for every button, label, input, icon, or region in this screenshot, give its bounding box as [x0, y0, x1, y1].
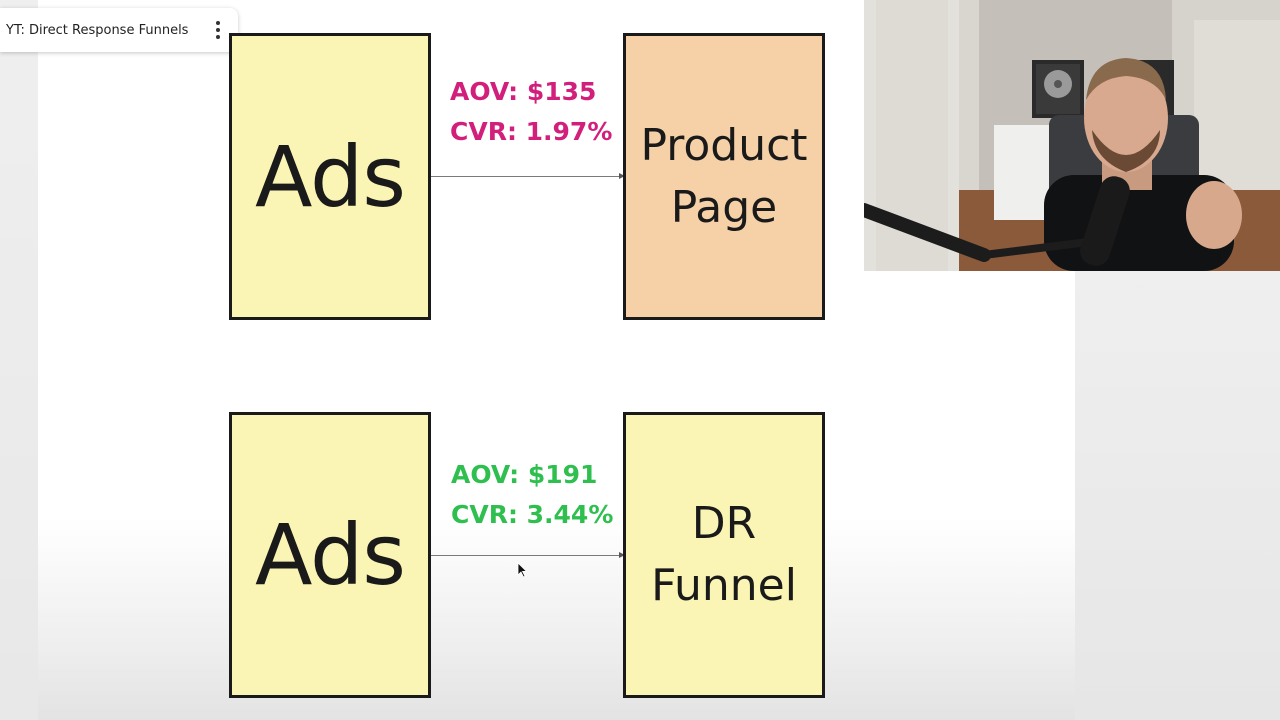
arrow-bottom	[431, 552, 625, 558]
document-title: YT: Direct Response Funnels	[6, 22, 189, 38]
webcam-scene	[864, 0, 1280, 271]
aov-top: AOV: $135	[450, 77, 597, 106]
mouse-cursor-icon	[517, 562, 528, 578]
dr-funnel-label: DR Funnel	[651, 498, 797, 611]
right-margin	[1075, 270, 1280, 720]
left-margin	[0, 0, 38, 720]
presenter-video-icon	[864, 0, 1280, 271]
product-page-label: Product Page	[640, 119, 808, 233]
ads-box-bottom: Ads	[229, 412, 431, 698]
cvr-bottom: CVR: 3.44%	[451, 500, 614, 529]
document-title-chip[interactable]: YT: Direct Response Funnels	[0, 8, 238, 52]
aov-bottom: AOV: $191	[451, 460, 598, 489]
ads-label-bottom: Ads	[254, 506, 406, 604]
dr-funnel-box: DR Funnel	[623, 412, 825, 698]
metrics-top: AOV: $135 CVR: 1.97%	[450, 72, 612, 152]
ads-label-top: Ads	[254, 127, 406, 226]
metrics-bottom: AOV: $191 CVR: 3.44%	[451, 455, 613, 535]
cvr-top: CVR: 1.97%	[450, 117, 613, 146]
product-page-box: Product Page	[623, 33, 825, 320]
arrow-top	[431, 173, 625, 179]
ads-box-top: Ads	[229, 33, 431, 320]
more-vertical-icon[interactable]	[208, 18, 228, 42]
